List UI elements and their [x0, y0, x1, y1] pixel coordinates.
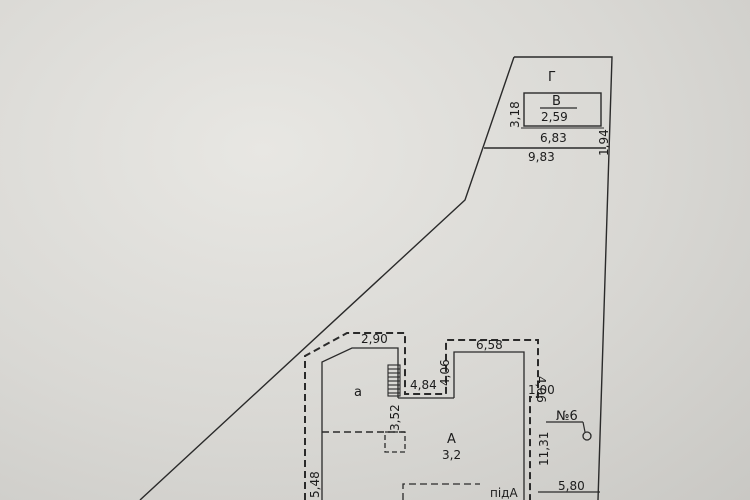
building-v: [521, 92, 604, 129]
dim-1-00: 1,00: [528, 383, 555, 397]
room-a-main-label: А: [447, 432, 456, 447]
dim-v-width: 6,83: [540, 131, 567, 145]
dim-3-52: 3,52: [388, 404, 402, 431]
dim-v-side: 3,18: [508, 101, 522, 128]
basement-label: підА: [490, 486, 518, 500]
dim-11-31: 11,31: [537, 432, 551, 466]
house-outline-dashed: [304, 332, 539, 500]
dim-5-48: 5,48: [308, 471, 322, 498]
dim-4-84: 4,84: [410, 378, 437, 392]
dim-plot-width: 9,83: [528, 150, 555, 164]
lot-boundary: [139, 56, 613, 500]
building-v-label: В: [552, 94, 561, 109]
dim-recess-left: 4,06: [438, 359, 452, 386]
room-a-main-height: 3,2: [442, 448, 461, 462]
room-a-small-label: а: [354, 385, 362, 400]
plot-g-label: Г: [548, 70, 556, 85]
dim-main-top: 6,58: [476, 338, 503, 352]
house-number-pointer: [546, 421, 592, 441]
dim-5-80: 5,80: [558, 479, 585, 493]
stairs-icon: [387, 364, 401, 397]
dim-plot-side: 1,94: [597, 129, 611, 156]
dim-recess-right: 4,06: [534, 376, 548, 403]
house-inner-walls: [321, 347, 525, 500]
house-number: №6: [556, 409, 578, 424]
dim-ext-top: 2,90: [361, 332, 388, 346]
building-v-height: 2,59: [541, 110, 568, 124]
